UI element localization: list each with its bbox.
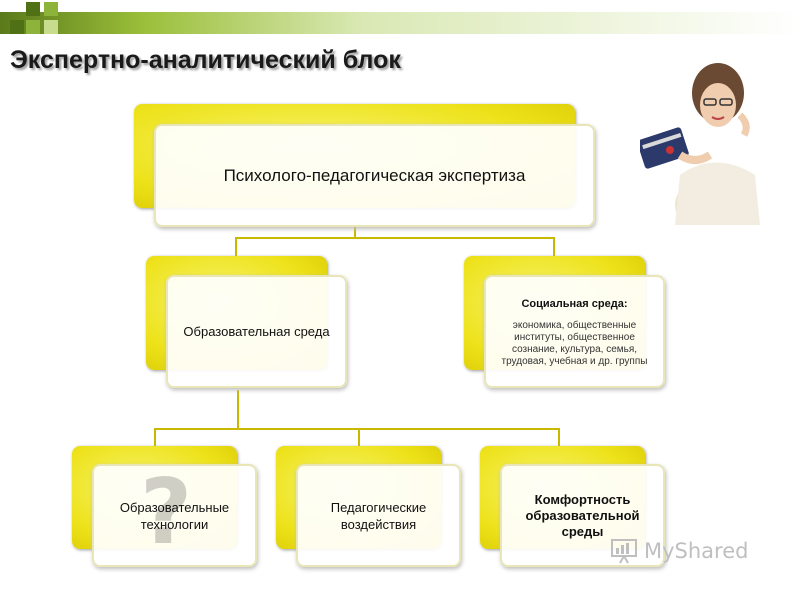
node-label: Комфортность образовательной среды (525, 491, 640, 539)
node-detail: экономика, общественные институты, общес… (501, 319, 648, 367)
teacher-illustration (640, 63, 760, 225)
connector (235, 237, 237, 257)
deco-square (44, 20, 58, 34)
connector (154, 428, 156, 446)
deco-square (26, 20, 40, 34)
top-decoration-bar (0, 12, 800, 34)
deco-square (44, 2, 58, 16)
connector (237, 390, 239, 430)
watermark-text: MyShared (644, 539, 749, 563)
node-social-environment: Социальная среда: экономика, общественны… (484, 275, 665, 388)
presentation-icon (611, 539, 637, 564)
node-pedagogical-influences: Педагогические воздействия (296, 464, 461, 567)
root-node-label: Психолого-педагогическая экспертиза (223, 165, 526, 185)
root-node: Психолого-педагогическая экспертиза (154, 124, 595, 227)
node-label: Педагогические воздействия (330, 499, 427, 532)
node-comfort: Комфортность образовательной среды (500, 464, 665, 567)
connector (354, 226, 356, 238)
connector (558, 428, 560, 446)
watermark: MyShared (610, 536, 770, 566)
deco-square (26, 2, 40, 16)
connector (358, 428, 360, 446)
node-label: Социальная среда: (521, 297, 628, 310)
question-mark-icon: ? (140, 460, 193, 565)
node-label: Образовательная среда (183, 324, 330, 339)
connector (235, 237, 555, 239)
deco-square (10, 20, 24, 34)
node-educational-technologies: Образовательные технологии (92, 464, 257, 567)
connector (154, 428, 560, 430)
connector (553, 237, 555, 257)
node-label: Образовательные технологии (119, 499, 230, 532)
slide-title: Экспертно-аналитический блок (10, 46, 401, 74)
node-educational-environment: Образовательная среда (166, 275, 347, 388)
